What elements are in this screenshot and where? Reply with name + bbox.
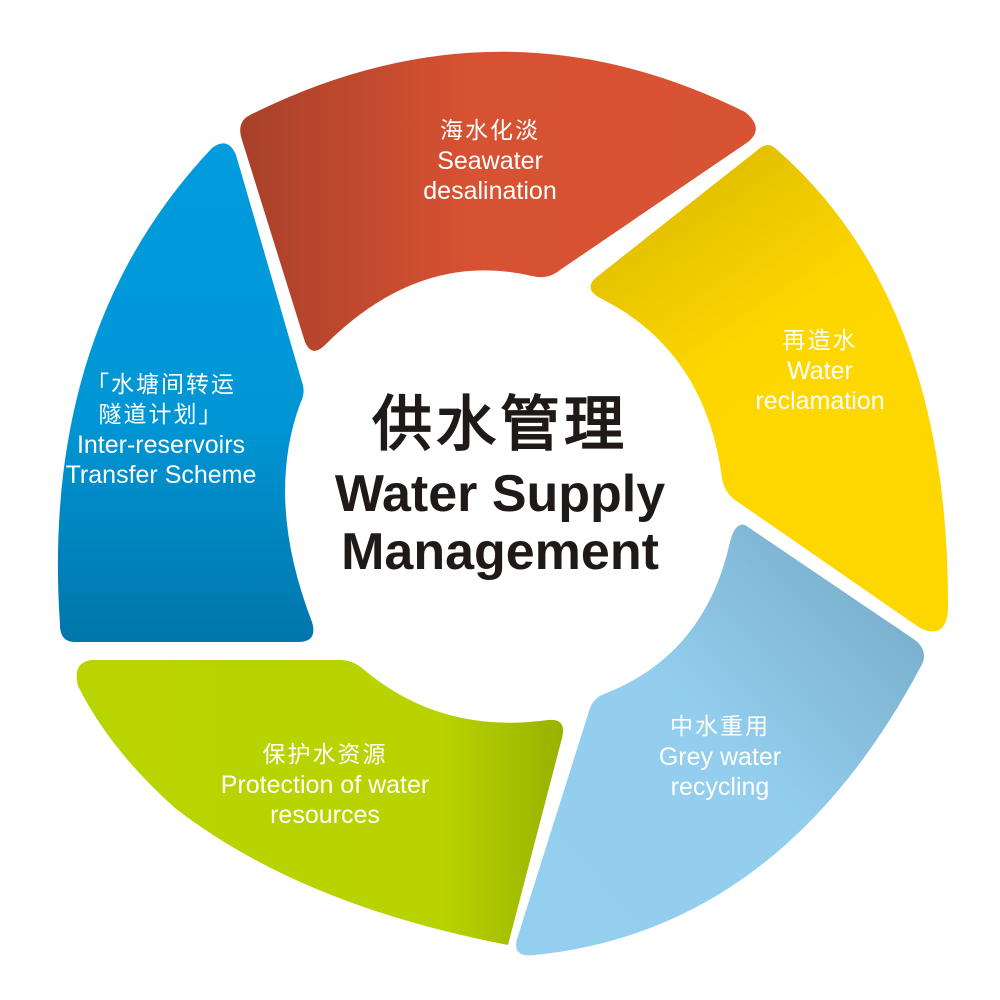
label-seawater-zh: 海水化淡	[440, 118, 540, 144]
label-reclamation: 再造水 Water reclamation	[720, 326, 920, 416]
label-seawater: 海水化淡 Seawater desalination	[380, 116, 600, 206]
segment-protection	[76, 660, 564, 945]
segment-reclamation	[590, 145, 949, 632]
label-reclamation-en-1: Water	[787, 357, 853, 385]
label-protection: 保护水资源 Protection of water resources	[190, 740, 460, 830]
label-transfer: 「水塘间转运 隧道计划」 Inter-reservoirs Transfer S…	[46, 370, 276, 490]
label-grey-water-zh: 中水重用	[670, 714, 770, 740]
label-transfer-en-1: Inter-reservoirs	[76, 431, 246, 459]
label-grey-water-en-1: Grey water	[658, 743, 782, 771]
segment-transfer	[57, 143, 314, 642]
label-protection-zh: 保护水资源	[262, 742, 388, 768]
label-transfer-zh-1: 「水塘间转运	[86, 372, 236, 398]
label-protection-en-1: Protection of water	[220, 771, 430, 799]
label-seawater-en-1: Seawater	[437, 147, 543, 175]
center-title-en-1: Water Supply	[334, 465, 666, 523]
center-title: 供水管理 Water Supply Management	[280, 385, 720, 581]
label-protection-en-2: resources	[270, 801, 380, 829]
label-reclamation-zh: 再造水	[782, 328, 858, 354]
label-transfer-en-2: Transfer Scheme	[65, 461, 257, 489]
label-transfer-zh-2: 隧道计划」	[98, 402, 224, 428]
label-grey-water: 中水重用 Grey water recycling	[620, 712, 820, 802]
center-title-en-2: Management	[341, 523, 659, 581]
label-seawater-en-2: desalination	[423, 177, 557, 205]
label-reclamation-en-2: reclamation	[755, 387, 885, 415]
segment-grey-water	[516, 524, 924, 956]
segment-seawater	[240, 51, 756, 351]
label-grey-water-en-2: recycling	[670, 773, 770, 801]
center-title-zh: 供水管理	[372, 390, 628, 460]
